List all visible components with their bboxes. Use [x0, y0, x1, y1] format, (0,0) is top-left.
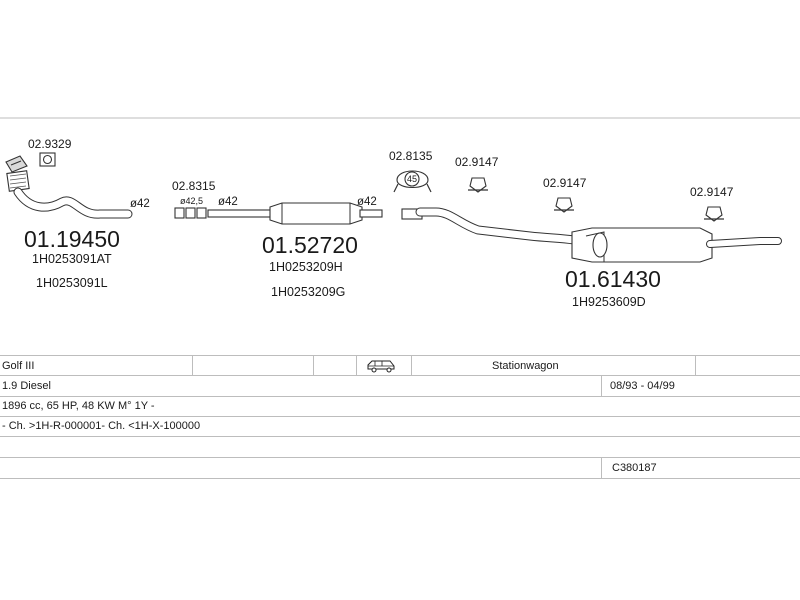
- p3-clamp-code: 02.8135: [389, 149, 433, 163]
- p3-hanger3-code: 02.9147: [690, 185, 734, 199]
- exhaust-diagram: 02.9329 ø42 01.19450 1H0253091AT 1H02530…: [0, 117, 800, 309]
- rear-silencer-group: 02.8135 45 02.9147 02.9147 02.9147: [389, 149, 782, 309]
- front-pipe-part[interactable]: [5, 155, 133, 219]
- p3-hanger2-code: 02.9147: [543, 176, 587, 190]
- p2-diameter-left: ø42: [218, 196, 238, 208]
- info-row-catalog: C380187: [0, 458, 800, 479]
- production-years: 08/93 - 04/99: [610, 380, 675, 392]
- info-row-chassis: - Ch. >1H-R-000001- Ch. <1H-X-100000: [0, 417, 800, 437]
- p2-oem-1: 1H0253209H: [269, 260, 343, 274]
- p3-oem-1: 1H9253609D: [572, 295, 646, 309]
- ring-clamp-icon: [393, 170, 432, 193]
- p1-oem-2: 1H0253091L: [36, 276, 108, 290]
- middle-silencer-group: 02.8315 ø42,5 ø42 ø42 01.52720 1H0253209…: [172, 179, 383, 299]
- vehicle-info-table: Golf III Stationwagon 1.9 Diesel 08/93 -…: [0, 355, 800, 479]
- p3-clamp-size: 45: [407, 174, 417, 184]
- p2-clamp-code: 02.8315: [172, 179, 216, 193]
- p3-part-number: 01.61430: [565, 266, 661, 292]
- engine-specs: 1896 cc, 65 HP, 48 KW M° 1Y -: [2, 400, 155, 412]
- p2-clamp-diameter: ø42,5: [180, 196, 203, 206]
- p1-part-number: 01.19450: [24, 226, 120, 252]
- p1-clamp-code: 02.9329: [28, 137, 72, 151]
- info-row-empty: [0, 437, 800, 458]
- p1-diameter: ø42: [130, 198, 150, 210]
- square-clamp-icon: [39, 152, 56, 167]
- rear-silencer-part[interactable]: [401, 207, 782, 263]
- rubber-hanger-icon: [468, 177, 488, 193]
- p2-diameter-right: ø42: [357, 196, 377, 208]
- pipe-clamp-icon: [174, 207, 207, 219]
- p1-oem-1: 1H0253091AT: [32, 252, 112, 266]
- rubber-hanger-icon: [554, 197, 574, 213]
- info-row-engine: 1.9 Diesel 08/93 - 04/99: [0, 376, 800, 397]
- middle-silencer-part[interactable]: [207, 202, 383, 225]
- p3-hanger1-code: 02.9147: [455, 155, 499, 169]
- station-wagon-car-icon: [367, 360, 395, 373]
- model-name: Golf III: [2, 360, 35, 372]
- p2-oem-2: 1H0253209G: [271, 285, 345, 299]
- engine-label: 1.9 Diesel: [2, 380, 51, 392]
- info-row-model: Golf III Stationwagon: [0, 355, 800, 376]
- rubber-hanger-icon: [704, 206, 724, 222]
- chassis-range: - Ch. >1H-R-000001- Ch. <1H-X-100000: [2, 420, 201, 432]
- body-type: Stationwagon: [492, 360, 559, 372]
- info-row-specs: 1896 cc, 65 HP, 48 KW M° 1Y -: [0, 397, 800, 417]
- p2-part-number: 01.52720: [262, 232, 358, 258]
- catalog-code: C380187: [612, 462, 657, 474]
- front-pipe-group: 02.9329 ø42 01.19450 1H0253091AT 1H02530…: [5, 137, 150, 290]
